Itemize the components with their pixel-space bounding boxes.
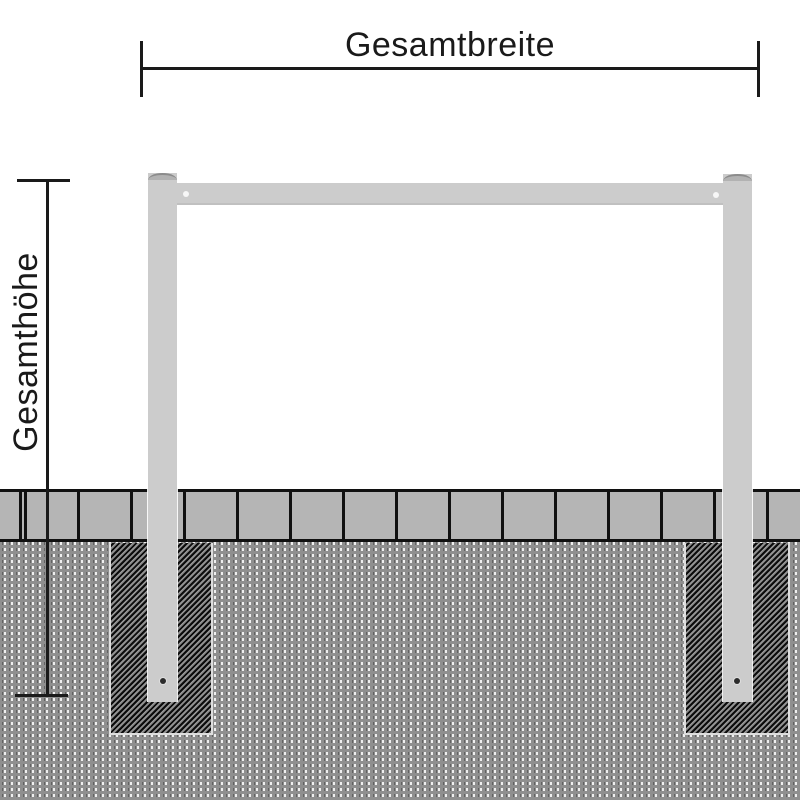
height-dimension-line bbox=[46, 181, 49, 697]
right-post-ground-hole bbox=[734, 678, 740, 684]
width-dimension-label: Gesamtbreite bbox=[344, 26, 556, 64]
left-post-ground-hole bbox=[160, 678, 166, 684]
left-post-cap bbox=[148, 173, 177, 180]
right-post bbox=[723, 174, 752, 702]
crossbar-hole-left bbox=[183, 191, 189, 197]
right-post-cap bbox=[723, 174, 752, 181]
crossbar bbox=[177, 183, 723, 205]
height-dimension-label: Gesamthöhe bbox=[7, 252, 45, 452]
height-dimension-tick-bottom bbox=[15, 694, 68, 697]
left-post bbox=[148, 173, 177, 702]
height-dimension-tick-top bbox=[17, 179, 70, 182]
crossbar-hole-right bbox=[713, 192, 719, 198]
width-dimension-line bbox=[141, 67, 759, 70]
paving-row bbox=[0, 489, 800, 542]
